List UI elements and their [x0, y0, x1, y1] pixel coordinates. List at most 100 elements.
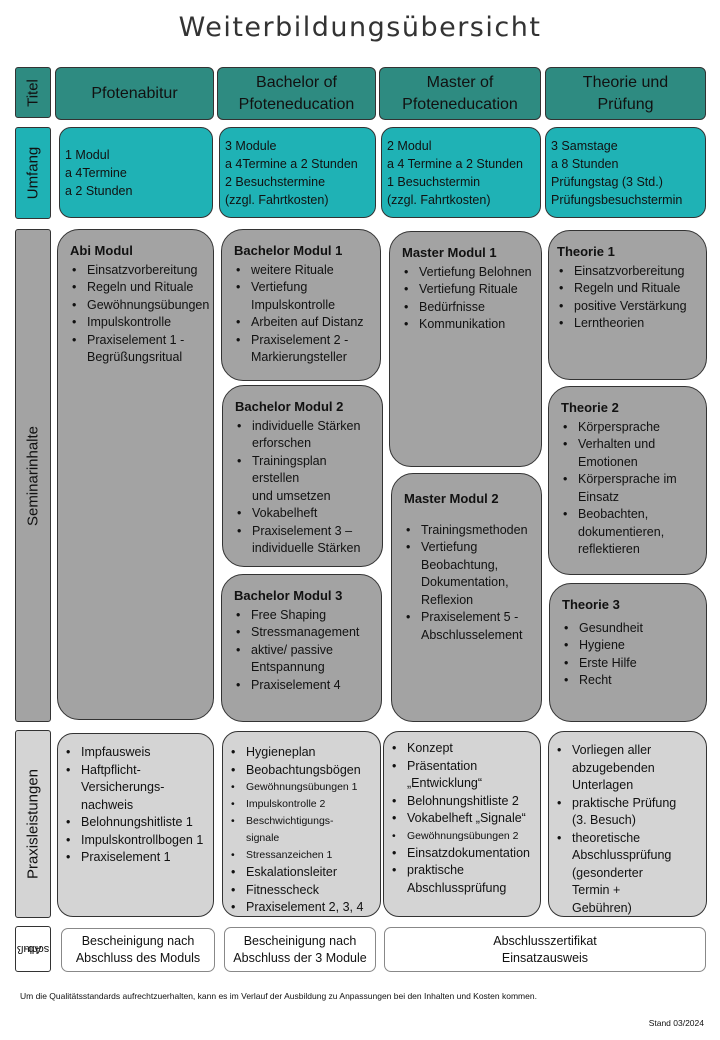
row-label-seminarinhalte: Seminarinhalte: [15, 229, 51, 722]
row-label-text: Seminarinhalte: [24, 425, 42, 526]
abschluss-text: Bescheinigung nach Abschluss des Moduls: [75, 934, 201, 965]
list-item: Praxiselement 5 - Abschlusselement: [404, 609, 533, 644]
praxis-bachelor: HygieneplanBeobachtungsbögenGewöhnungsüb…: [222, 731, 381, 917]
title-master: Master of Pfoteneducation: [379, 67, 541, 120]
module-heading: Theorie 3: [562, 597, 620, 612]
list-item: Belohnungshitliste 2: [390, 793, 534, 811]
list-item: Arbeiten auf Distanz: [234, 314, 372, 332]
module-heading: Bachelor Modul 2: [235, 399, 344, 414]
list-item: Gewöhnungsübungen: [70, 297, 209, 315]
list-item: Präsentation „Entwicklung“: [390, 758, 534, 793]
module-items: Einsatzvorbereitung Regeln und Rituale p…: [557, 263, 698, 333]
module-heading: Theorie 1: [557, 244, 615, 259]
umfang-line: Prüfungsbesuchstermin: [551, 192, 683, 207]
module-items: Einsatzvorbereitung Regeln und Rituale G…: [70, 262, 209, 367]
umfang-line: (zzgl. Fahrtkosten): [225, 192, 329, 207]
page-title: Weiterbildungsübersicht: [178, 12, 542, 43]
praxis-pfotenabitur: Impfausweis Haftpflicht- Versicherungs- …: [57, 733, 214, 917]
row-label-text: Titel: [24, 78, 42, 107]
list-item: Beobachtungsbögen: [229, 762, 374, 780]
row-label-text: Praxisleistungen: [24, 768, 42, 880]
module-items: Free Shaping Stressmanagement aktive/ pa…: [234, 607, 373, 695]
umfang-line: 3 Module: [225, 138, 277, 153]
list-item: Erste Hilfe: [562, 655, 698, 673]
list-item: Vertiefung Belohnen: [402, 264, 533, 282]
list-item: Haftpflicht- Versicherungs- nachweis: [64, 762, 207, 815]
title-text: Master of Pfoteneducation: [402, 73, 518, 113]
list-item: Hygiene: [562, 637, 698, 655]
umfang-line: a 4 Termine a 2 Stunden: [387, 156, 523, 171]
abschluss-master-theorie: Abschlusszertifikat Einsatzausweis: [384, 927, 706, 972]
list-item: Hygieneplan: [229, 744, 374, 762]
title-text: Bachelor of Pfoteneducation: [238, 73, 355, 113]
list-item: Kommunikation: [402, 316, 533, 334]
module-items: Gesundheit Hygiene Erste Hilfe Recht: [562, 620, 698, 690]
row-label-umfang: Umfang: [15, 127, 51, 219]
abschluss-text: Abschlusszertifikat Einsatzausweis: [493, 933, 597, 965]
module-items: individuelle Stärken erforschen Training…: [235, 418, 374, 558]
abschluss-text: Bescheinigung nach Abschluss der 3 Modul…: [233, 933, 367, 965]
list-item: Stressmanagement: [234, 624, 373, 642]
list-item: aktive/ passive Entspannung: [234, 642, 373, 677]
list-item: Praxiselement 2, 3, 4: [229, 899, 374, 916]
praxis-master: KonzeptPräsentation „Entwicklung“Belohnu…: [383, 731, 541, 917]
module-heading: Abi Modul: [70, 243, 133, 258]
abschluss-pfotenabitur: Bescheinigung nach Abschluss des Moduls: [61, 928, 215, 972]
list-item: praktische Prüfung (3. Besuch): [555, 795, 700, 830]
praxis-theorie: Vorliegen aller abzugebenden Unterlagen …: [548, 731, 707, 917]
umfang-line: 1 Besuchstermin: [387, 174, 481, 189]
list-item: Recht: [562, 672, 698, 690]
umfang-line: a 8 Stunden: [551, 156, 619, 171]
title-pfotenabitur: Pfotenabitur: [55, 67, 214, 120]
umfang-master: 2 Modul a 4 Termine a 2 Stunden 1 Besuch…: [381, 127, 541, 218]
title-bachelor: Bachelor of Pfoteneducation: [217, 67, 376, 120]
module-items: Trainingsmethoden Vertiefung Beobachtung…: [404, 522, 533, 645]
title-text: Theorie und Prüfung: [582, 73, 669, 113]
praxis-items: Vorliegen aller abzugebenden Unterlagen …: [555, 742, 700, 916]
module-items: Körpersprache Verhalten und Emotionen Kö…: [561, 419, 698, 559]
list-item: weitere Rituale: [234, 262, 372, 280]
seminar-theorie-1: Theorie 1 Einsatzvorbereitung Regeln und…: [548, 230, 707, 380]
list-item: Vorliegen aller abzugebenden Unterlagen: [555, 742, 700, 795]
list-item: Vertiefung Rituale: [402, 281, 533, 299]
umfang-line: 1 Modul: [65, 147, 110, 162]
list-item: praktische Abschlussprüfung: [390, 862, 534, 897]
list-item: Regeln und Rituale: [557, 280, 698, 298]
list-item: Praxiselement 1: [64, 849, 207, 867]
list-item: individuelle Stärken erforschen: [235, 418, 374, 453]
list-item: Fitnesscheck: [229, 882, 374, 900]
umfang-bachelor: 3 Module a 4Termine a 2 Stunden 2 Besuch…: [219, 127, 376, 218]
list-item: Stressanzeichen 1: [229, 847, 374, 864]
umfang-line: (zzgl. Fahrtkosten): [387, 192, 491, 207]
list-item: Bedürfnisse: [402, 299, 533, 317]
umfang-pfotenabitur: 1 Modul a 4Termine a 2 Stunden: [59, 127, 213, 218]
module-heading: Bachelor Modul 1: [234, 243, 343, 258]
umfang-line: 2 Modul: [387, 138, 432, 153]
list-item: Impfausweis: [64, 744, 207, 762]
row-label-abschluss: Ab-schluß: [15, 926, 51, 972]
list-item: Eskalationsleiter: [229, 864, 374, 882]
list-item: Impulskontrolle: [70, 314, 205, 332]
list-item: Beobachten, dokumentieren, reflektieren: [561, 506, 698, 559]
umfang-line: 2 Besuchstermine: [225, 174, 326, 189]
module-items: weitere Rituale Vertiefung Impulskontrol…: [234, 262, 372, 367]
list-item: Vertiefung Impulskontrolle: [234, 279, 372, 314]
stand-date: Stand 03/2024: [648, 1018, 704, 1028]
list-item: Impulskontrollbogen 1: [64, 832, 207, 850]
list-item: Free Shaping: [234, 607, 373, 625]
module-heading: Bachelor Modul 3: [234, 588, 343, 603]
row-label-part: schluß: [16, 943, 50, 955]
praxis-items: KonzeptPräsentation „Entwicklung“Belohnu…: [390, 740, 534, 897]
list-item: Gewöhnungsübungen 1: [229, 779, 374, 796]
list-item: Beschwichtigungs- signale: [229, 813, 374, 847]
footnote: Um die Qualitätsstandards aufrechtzuerha…: [20, 991, 537, 1001]
module-items: Vertiefung Belohnen Vertiefung Rituale B…: [402, 264, 533, 334]
seminar-bachelor-modul-3: Bachelor Modul 3 Free Shaping Stressmana…: [221, 574, 382, 722]
umfang-line: a 4Termine a 2 Stunden: [225, 156, 358, 171]
list-item: positive Verstärkung: [557, 298, 698, 316]
list-item: Konzept: [390, 740, 534, 758]
list-item: Praxiselement 4: [234, 677, 373, 695]
seminar-master-modul-2: Master Modul 2 Trainingsmethoden Vertief…: [391, 473, 542, 722]
abschluss-bachelor: Bescheinigung nach Abschluss der 3 Modul…: [224, 927, 376, 972]
umfang-line: a 2 Stunden: [65, 183, 133, 198]
